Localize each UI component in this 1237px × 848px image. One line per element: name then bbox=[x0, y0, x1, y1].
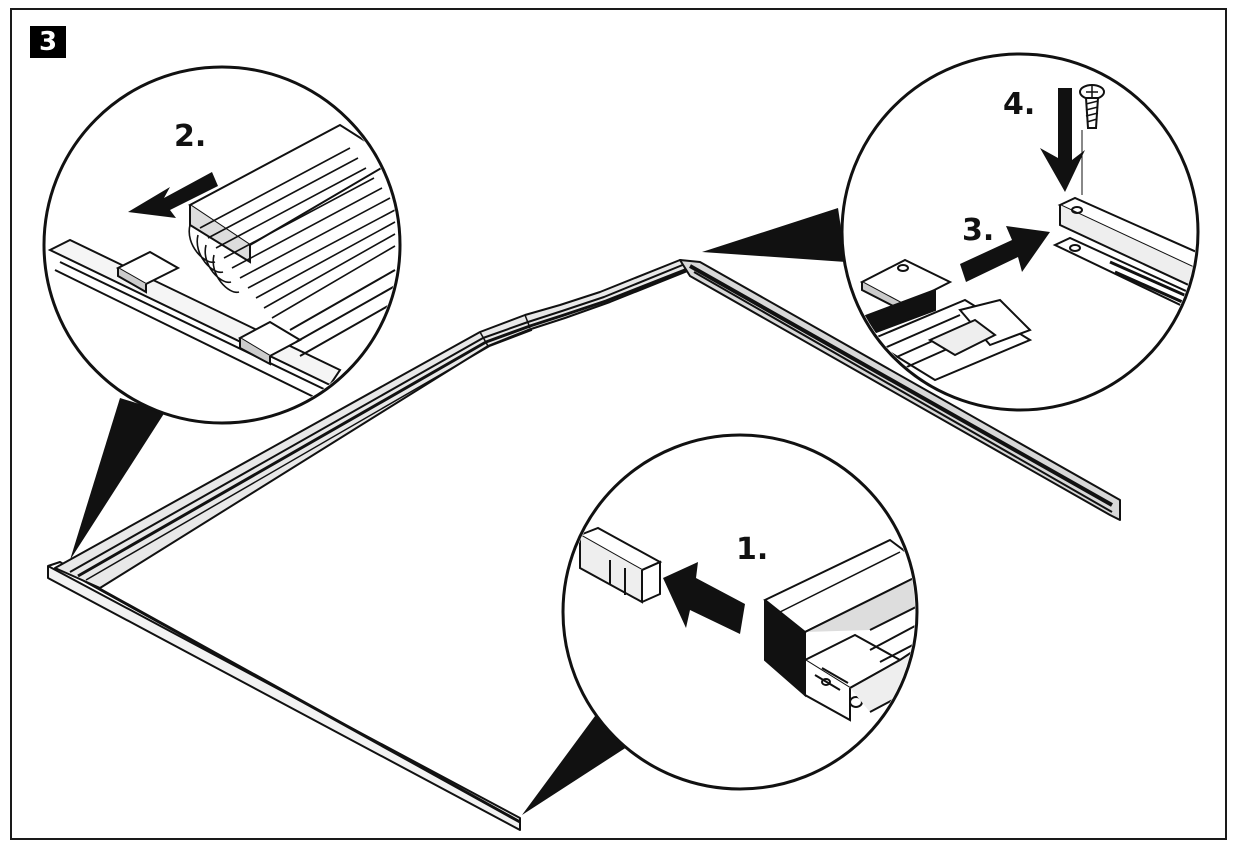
label-step2: 2. bbox=[174, 119, 206, 154]
arrow-step4 bbox=[1040, 88, 1085, 192]
callout-step34: 4. 3. bbox=[840, 52, 1200, 412]
front-left-rail bbox=[47, 561, 521, 831]
right-rail bbox=[679, 259, 1121, 521]
callout-pointers bbox=[70, 208, 846, 815]
diagram-frame bbox=[10, 8, 1227, 840]
label-step4: 4. bbox=[1003, 87, 1035, 122]
screw-icon bbox=[1079, 84, 1105, 195]
step-number-badge: 3 bbox=[30, 26, 66, 58]
pointer-step2 bbox=[70, 398, 165, 560]
main-track-frame bbox=[47, 259, 1121, 831]
arrow-step3 bbox=[960, 226, 1050, 282]
pointer-step34 bbox=[702, 208, 846, 262]
arrow-step2 bbox=[128, 172, 218, 218]
callout-step1: 1. bbox=[561, 433, 919, 791]
label-step1: 1. bbox=[736, 532, 768, 567]
pointer-step1 bbox=[522, 712, 630, 815]
callout-step2: 2. bbox=[42, 65, 402, 425]
arrow-step1 bbox=[663, 562, 745, 634]
label-step3: 3. bbox=[962, 213, 994, 248]
left-curved-rail bbox=[54, 259, 701, 589]
